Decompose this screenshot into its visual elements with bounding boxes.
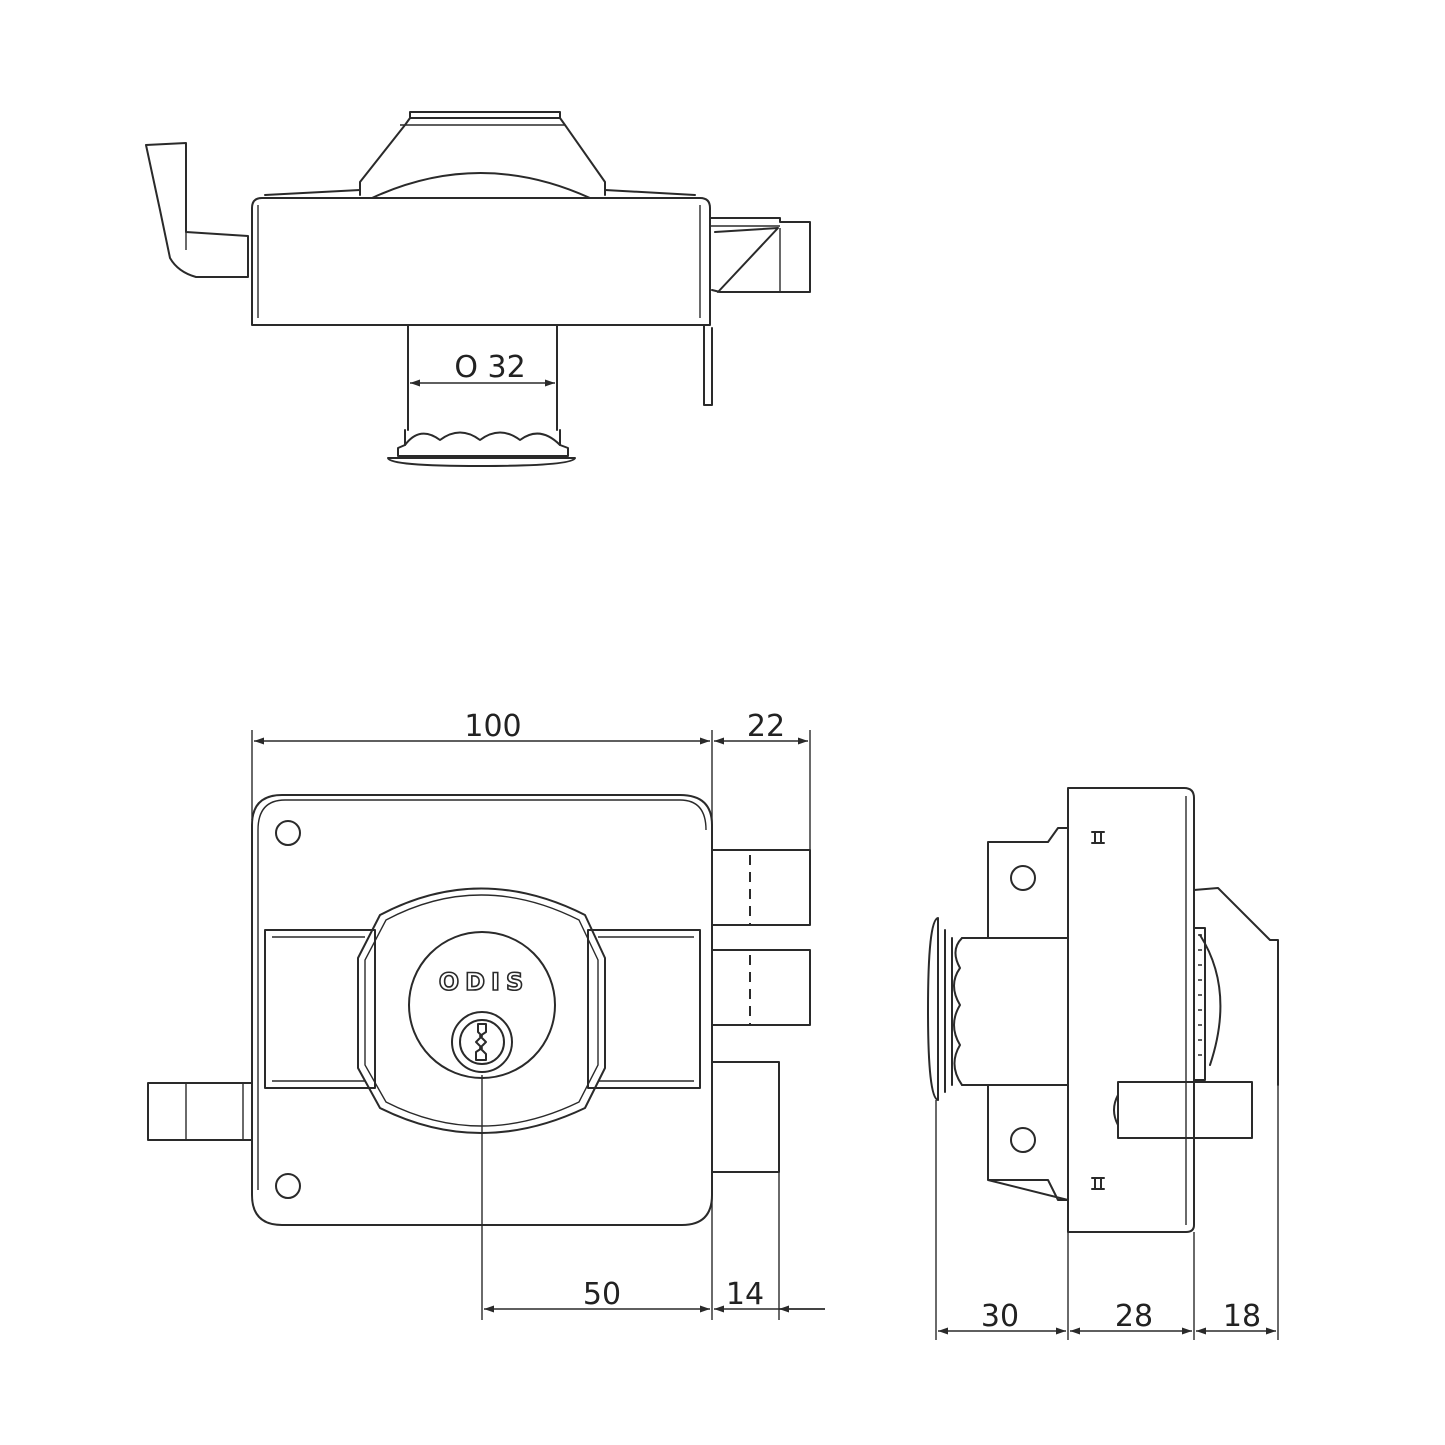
side-view: 30 28 18: [927, 787, 1279, 1340]
side-housing: [1193, 887, 1279, 1086]
fixing-hole-top: [275, 820, 301, 846]
dim-label-depth-back: 18: [1223, 1299, 1261, 1334]
dim-label-lower-bolt: 14: [726, 1277, 764, 1312]
bolt-upper: [711, 849, 811, 926]
escutcheon: [357, 887, 606, 1134]
side-hole-top: [1010, 865, 1036, 891]
front-band-left: [264, 929, 376, 1089]
side-body: [1067, 787, 1195, 1233]
bolt-lower: [711, 949, 811, 1026]
side-cylinder: [961, 937, 1069, 1086]
top-view: O 32: [145, 111, 811, 467]
cylinder-face: [408, 931, 556, 1079]
cylinder-flange: [404, 429, 561, 446]
side-bolt: [1117, 1081, 1253, 1139]
lever-handle: [145, 142, 249, 278]
side-hole-bottom: [1010, 1127, 1036, 1153]
cylinder-dome: [371, 172, 591, 199]
dim-label-diameter: O 32: [454, 350, 525, 385]
keyway-icon: [475, 1023, 487, 1061]
fixing-hole-bottom: [275, 1173, 301, 1199]
dim-label-width: 100: [464, 709, 521, 744]
side-flange: [987, 827, 1069, 1201]
lock-body-top: [251, 197, 711, 326]
front-band-right: [587, 929, 701, 1089]
bolt-top: [709, 217, 811, 293]
cylinder-barrel: [407, 324, 558, 431]
screw-mark-top: [1091, 831, 1105, 844]
keyway-plug-inner: [459, 1019, 505, 1065]
dim-label-backset: 50: [583, 1277, 621, 1312]
cylinder-rim: [387, 457, 576, 467]
dim-label-bolt-projection: 22: [747, 709, 785, 744]
cylinder-housing-top: [359, 117, 606, 196]
brand-logo: ODIS: [439, 968, 530, 996]
keyway-plug-outer: [451, 1011, 513, 1073]
lever-stub: [147, 1082, 253, 1141]
dim-label-depth-front: 30: [981, 1299, 1019, 1334]
screw-mark-bottom: [1091, 1177, 1105, 1190]
front-view: ODIS 100 22 50 14: [147, 709, 825, 1320]
cylinder-cap-top: [409, 111, 561, 119]
latch-bolt: [711, 1061, 780, 1173]
side-cylinder-rim: [927, 917, 939, 1101]
strike-tab: [703, 324, 713, 406]
dim-label-depth-body: 28: [1115, 1299, 1153, 1334]
